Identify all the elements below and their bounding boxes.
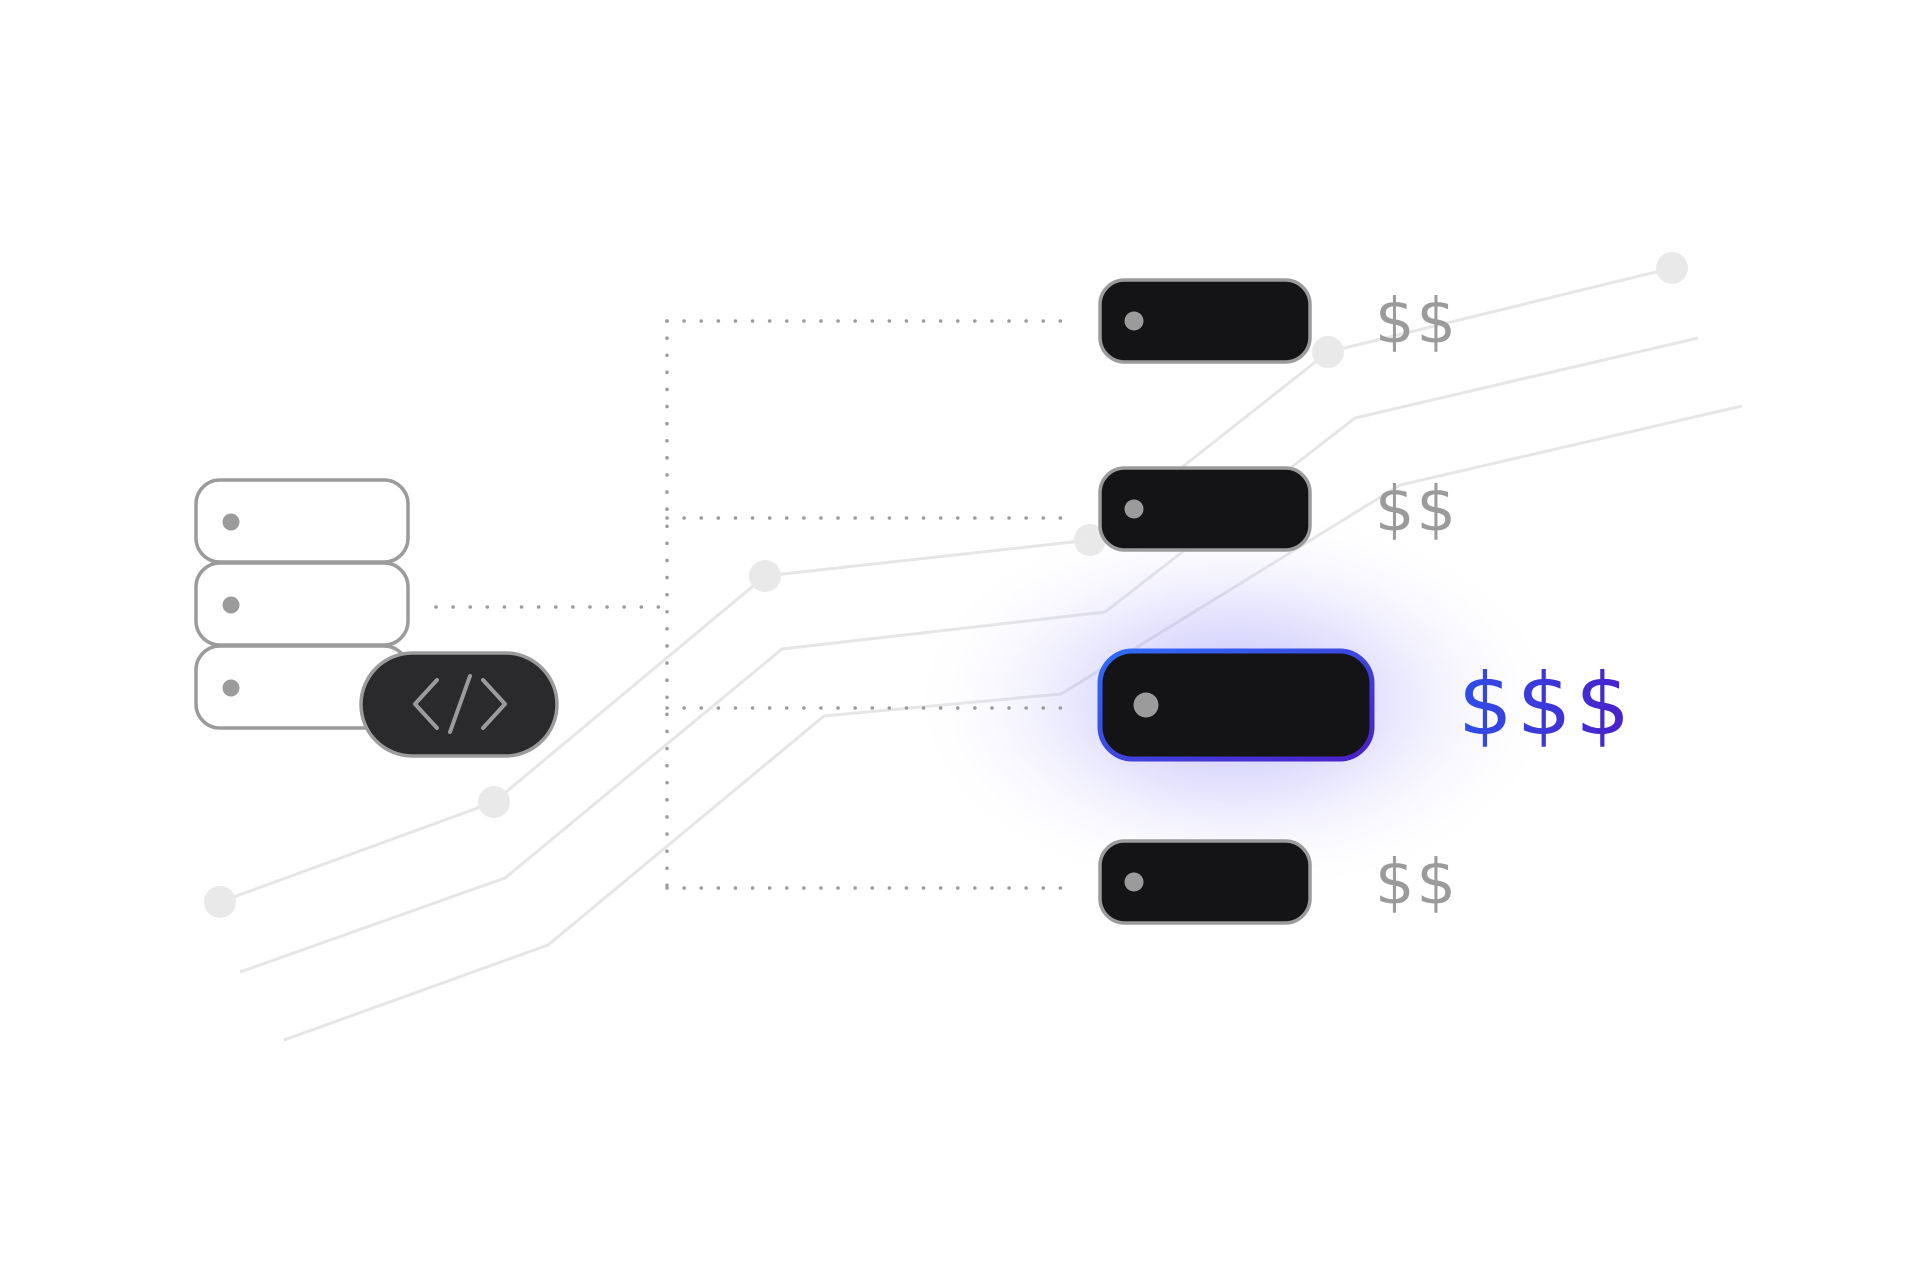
- price-label: $$: [1375, 473, 1458, 546]
- status-dot-icon: [1124, 499, 1144, 519]
- code-brackets-icon: [413, 674, 507, 734]
- code-badge: [359, 651, 559, 758]
- status-dot-icon: [1124, 872, 1144, 892]
- trend-node: [1656, 252, 1688, 284]
- trend-node: [478, 786, 510, 818]
- status-dot-icon: [1124, 311, 1144, 331]
- status-dot-icon: [1133, 692, 1159, 718]
- server-led: [222, 596, 240, 614]
- server-stack-icon: [194, 478, 410, 730]
- trend-line-top: [219, 266, 1673, 904]
- option-list: $$$$$$$$$: [1097, 278, 1634, 925]
- trend-node: [204, 886, 236, 918]
- price-label: $$: [1375, 846, 1458, 919]
- price-label-highlighted: $$$: [1458, 655, 1634, 755]
- option-pill-highlighted[interactable]: [1097, 648, 1375, 762]
- server-led: [222, 679, 240, 697]
- option-2[interactable]: $$: [1098, 466, 1458, 552]
- option-1[interactable]: $$: [1098, 278, 1458, 364]
- option-pill[interactable]: [1098, 466, 1312, 552]
- trend-node: [749, 560, 781, 592]
- option-pill[interactable]: [1098, 278, 1312, 364]
- option-pill[interactable]: [1098, 839, 1312, 925]
- price-label: $$: [1375, 285, 1458, 358]
- option-3[interactable]: $$$: [1097, 648, 1634, 762]
- option-4[interactable]: $$: [1098, 839, 1458, 925]
- server-led: [222, 513, 240, 531]
- trend-node: [1312, 336, 1344, 368]
